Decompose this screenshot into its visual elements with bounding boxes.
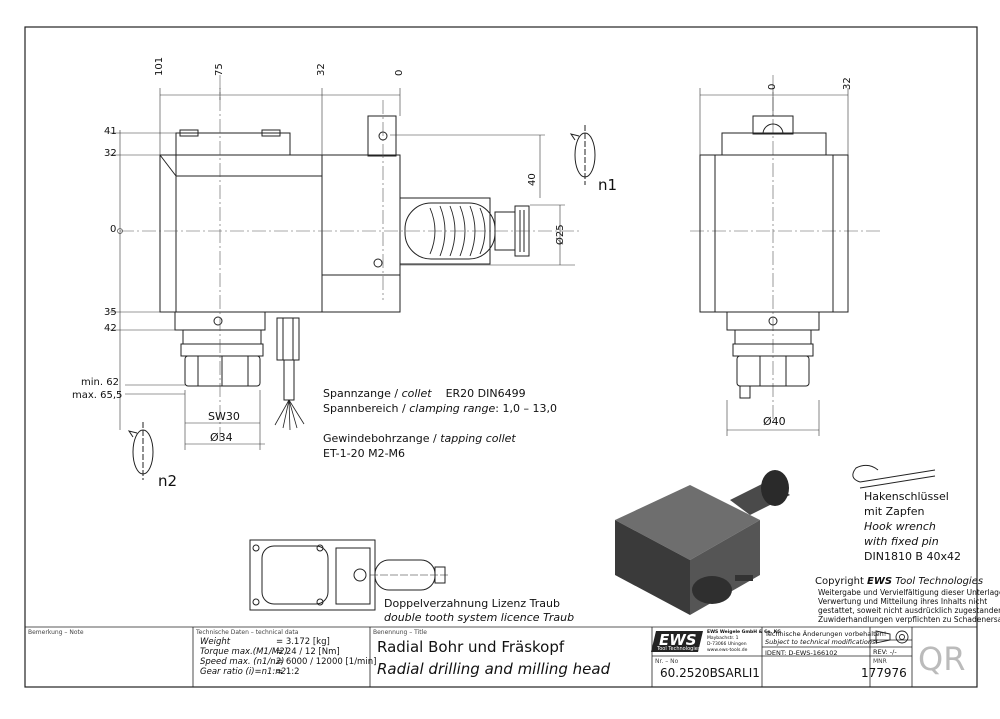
side-body <box>699 154 849 313</box>
collet-line-2: Spannbereich / clamping range: 1,0 – 13,… <box>323 402 557 415</box>
wrench-de-1: Hakenschlüssel <box>864 490 949 503</box>
remark-label: Bemerkung – Note <box>28 629 84 636</box>
isometric-render <box>615 470 790 615</box>
collet-line-4: ET-1-20 M2-M6 <box>323 447 406 460</box>
dim-left-42: 42 <box>104 323 117 334</box>
wrench-de-2: mit Zapfen <box>864 505 925 518</box>
rotation-symbols <box>127 125 596 480</box>
bottom-body <box>249 539 376 611</box>
ident: IDENT: D-EWS-166102 <box>765 649 838 657</box>
title-de: Radial Bohr und Fräskopf <box>377 638 565 656</box>
traub-en: double tooth system licence Traub <box>384 611 575 624</box>
dim-top-101: 101 <box>154 56 165 76</box>
td-key-2: Speed max. (n1/n2) <box>200 657 285 667</box>
company-3: D-73066 Uhingen <box>707 642 747 647</box>
dim-min: min. 62 <box>81 377 119 388</box>
wrench-din: DIN1810 B 40x42 <box>864 550 961 563</box>
title-block-lines <box>25 626 977 687</box>
td-key-0: Weight <box>200 637 231 647</box>
company-4: www.ews-tools.de <box>707 648 748 653</box>
techdata-label: Technische Daten – technical data <box>196 629 299 636</box>
dim-max: max. 65,5 <box>72 390 123 401</box>
copyright-line-4: gestattet, soweit nicht ausdrücklich zug… <box>818 606 1000 615</box>
mnr-number: 177976 <box>861 666 907 680</box>
coolant-nozzle <box>276 317 300 361</box>
dim-top-0: 0 <box>394 69 405 76</box>
no-label: Nr. – No <box>655 658 679 665</box>
wrench-en-2: with fixed pin <box>864 535 939 548</box>
upper-lug <box>367 115 397 157</box>
changes-en: Subject to technical modifications! <box>765 638 878 646</box>
company-2: Maybachstr. 1 <box>707 636 739 641</box>
front-body <box>159 154 323 313</box>
right-block <box>321 154 401 313</box>
side-view <box>699 115 849 399</box>
dim-top-75: 75 <box>214 63 225 76</box>
dim-dia34: Ø34 <box>210 431 233 444</box>
dim-left-0: 0 <box>110 224 117 235</box>
dim-left-32: 32 <box>104 148 117 159</box>
dimension-lines <box>110 88 575 450</box>
mnr-label: MNR <box>873 658 887 665</box>
wrench-en-1: Hook wrench <box>864 520 936 533</box>
rev: REV: -/- <box>873 648 897 656</box>
part-number: 60.2520BSARLI1 <box>660 666 760 680</box>
title-en: Radial drilling and milling head <box>377 660 611 678</box>
td-val-2: = 6000 / 12000 [1/min] <box>276 657 377 667</box>
side-dim-32: 32 <box>842 77 853 90</box>
side-dim-dia40: Ø40 <box>763 415 786 428</box>
drawing-frame <box>24 26 978 688</box>
label-n2: n2 <box>158 472 178 490</box>
copyright-line-5: Zuwiderhandlungen verpflichten zu Schade… <box>818 615 1000 624</box>
top-block <box>175 132 291 156</box>
collet-line-3: Gewindebohrzange / tapping collet <box>323 432 516 445</box>
ews-logo-text: EWS <box>659 631 697 649</box>
copyright-title: Copyright EWS Tool Technologies <box>815 576 984 587</box>
company-1: EWS Weigele GmbH & Co. KG <box>707 630 781 635</box>
dim-sw30: SW30 <box>208 410 240 423</box>
td-val-0: = 3.172 [kg] <box>276 637 330 647</box>
dim-left-35: 35 <box>104 307 117 318</box>
td-val-3: = 1:2 <box>276 667 300 677</box>
qr-placeholder: QR <box>918 640 966 678</box>
dim-top-32: 32 <box>316 63 327 76</box>
td-key-1: Torque max.(M1/M2) <box>200 647 288 657</box>
center-lines <box>120 75 880 440</box>
hook-wrench-drawing <box>852 464 936 489</box>
dim-left-41: 41 <box>104 126 117 137</box>
collet-line-1: Spannzange / collet ER20 DIN6499 <box>323 387 526 400</box>
td-val-1: = 24 / 12 [Nm] <box>276 647 340 657</box>
bottom-view <box>249 539 450 611</box>
designation-label: Benennung – Title <box>373 629 427 636</box>
copyright-line-3: Verwertung und Mitteilung ihres Inhalts … <box>818 597 988 606</box>
ews-logo-mark <box>651 631 703 652</box>
side-dim-0: 0 <box>767 83 778 90</box>
label-n1: n1 <box>598 176 618 194</box>
dim-40: 40 <box>527 173 538 186</box>
changes-de: Technische Änderungen vorbehalten! <box>765 630 887 638</box>
ews-logo-sub: Tool Technologies <box>657 646 701 652</box>
td-key-3: Gear ratio (i)=n1:n2 <box>200 667 287 677</box>
front-view <box>159 115 530 431</box>
projection-symbol <box>875 630 909 644</box>
traub-de: Doppelverzahnung Lizenz Traub <box>384 597 560 610</box>
dim-dia25: Ø25 <box>555 224 566 245</box>
copyright-line-2: Weitergabe und Vervielfältigung dieser U… <box>818 588 1000 597</box>
